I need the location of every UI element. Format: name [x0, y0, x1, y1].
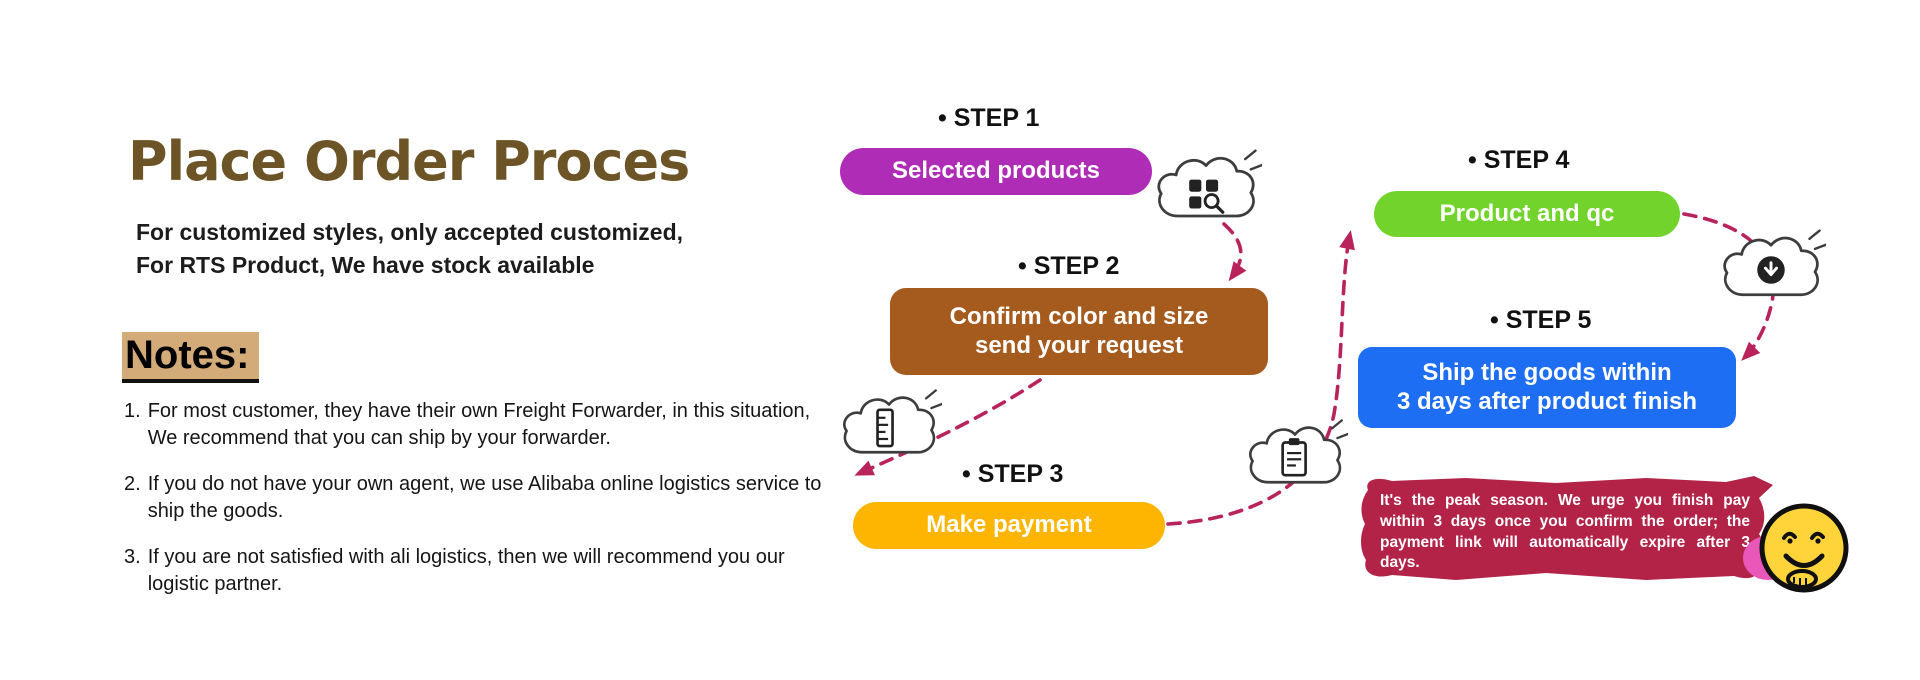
step-3-label: • STEP 3 [962, 460, 1064, 488]
step-5-label: • STEP 5 [1490, 306, 1592, 334]
step-1-text: Selected products [891, 157, 1101, 185]
step-4-text: Product and qc [1439, 199, 1615, 227]
step-5-box: Ship the goods within 3 days after produ… [1358, 347, 1736, 428]
step-4-label: • STEP 4 [1468, 146, 1570, 174]
step-2-text-line2: send your request [974, 331, 1184, 359]
note-number: 3. [124, 546, 141, 569]
step-2-text-line1: Confirm color and size [949, 302, 1209, 330]
step-5-text-line1: Ship the goods within [1422, 358, 1672, 386]
step-5-text-line2: 3 days after product finish [1396, 387, 1698, 415]
step-4-pill: Product and qc [1374, 191, 1680, 237]
step-3-pill: Make payment [853, 502, 1165, 549]
notice-text: It's the peak season. We urge you finish… [1380, 492, 1750, 572]
peak-season-notice: It's the peak season. We urge you finish… [1356, 474, 1780, 586]
step-1-pill: Selected products [840, 148, 1152, 195]
subtitle-line-1: For customized styles, only accepted cus… [136, 219, 684, 245]
notes-heading: Notes: [122, 332, 260, 383]
note-text: For most customer, they have their own F… [147, 400, 811, 449]
note-number: 2. [124, 473, 141, 496]
step-3-text: Make payment [926, 511, 1092, 539]
notes-heading-text: Notes: [122, 332, 260, 383]
qc-transfer-cloud-icon [1723, 229, 1826, 297]
notice-bubble-shape [1361, 476, 1773, 580]
notes-list: 1. For most customer, they have their ow… [124, 398, 829, 618]
step-2-label: • STEP 2 [1018, 252, 1120, 280]
page-subtitle: For customized styles, only accepted cus… [136, 216, 683, 283]
note-item-2: 2. If you do not have your own agent, we… [124, 471, 829, 524]
note-item-3: 3. If you are not satisfied with ali log… [124, 544, 829, 597]
selected-products-search-cloud-icon [1157, 149, 1262, 218]
step-2-box: Confirm color and size send your request [890, 288, 1268, 375]
note-text: If you do not have your own agent, we us… [147, 473, 822, 522]
subtitle-line-2: For RTS Product, We have stock available [136, 252, 595, 279]
page-title: Place Order Proces [128, 130, 690, 193]
measure-ruler-cloud-icon [843, 389, 942, 454]
checklist-cloud-icon [1249, 419, 1348, 484]
note-number: 1. [124, 400, 141, 422]
smiley-face-icon [1743, 503, 1849, 593]
note-text: If you are not satisfied with ali logist… [147, 546, 785, 595]
step-1-label: • STEP 1 [938, 104, 1040, 132]
note-item-1: 1. For most customer, they have their ow… [124, 398, 829, 451]
